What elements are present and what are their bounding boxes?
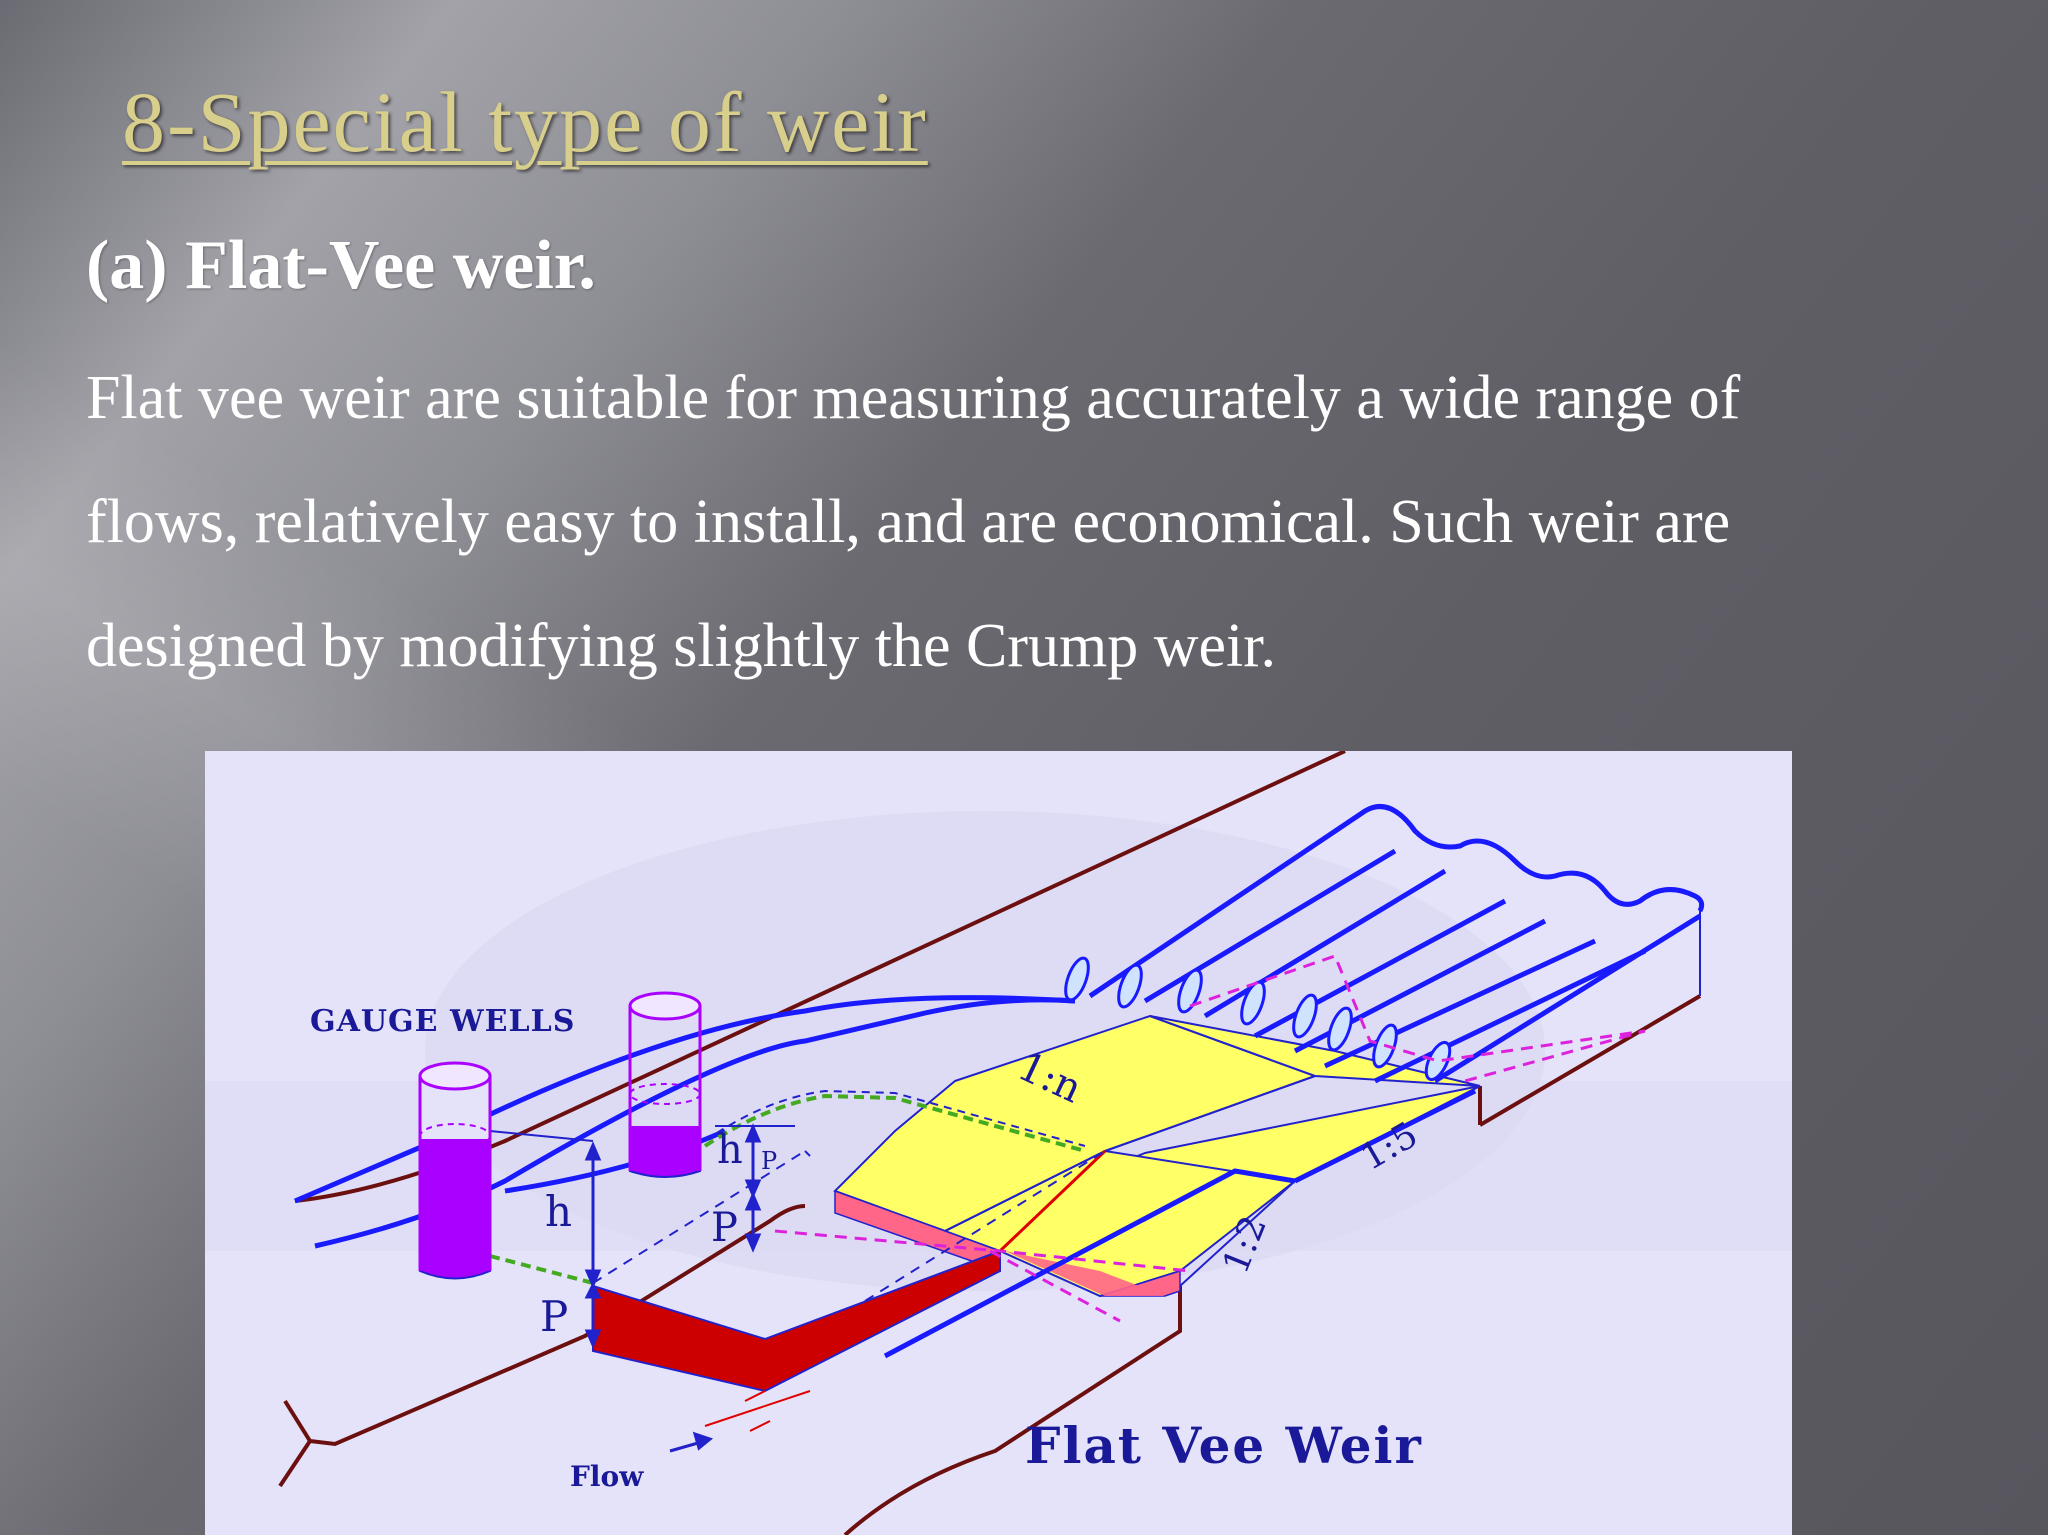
body-paragraph: Flat vee weir are suitable for measuring…: [86, 336, 1986, 708]
weir-crest: [833, 1014, 1481, 1298]
figure-caption: Flat Vee Weir: [1025, 1416, 1423, 1475]
hp-main-label: h: [717, 1127, 743, 1173]
body-line-3: designed by modifying slightly the Crump…: [86, 612, 1276, 680]
water-surface-lines: [294, 804, 1705, 1359]
body-line-1: Flat vee weir are suitable for measuring…: [86, 364, 1741, 432]
section-heading: (a) Flat-Vee weir.: [86, 227, 596, 304]
head-h-label: h: [545, 1187, 572, 1236]
gauge-well-left: [418, 1061, 492, 1280]
flat-vee-weir-diagram: GAUGE WELLS h P h P P 1:n 1:2 1:5 Flow F…: [205, 751, 1792, 1535]
dashed-reference-lines: [774, 954, 1646, 1323]
crest-height-p-label: P: [711, 1205, 738, 1251]
body-line-2: flows, relatively easy to install, and a…: [86, 488, 1731, 556]
hp-subscript-label: P: [761, 1147, 777, 1175]
red-sill: [592, 1149, 1107, 1432]
slide-title: 8-Special type of weir: [122, 74, 928, 170]
gauge-wells-label: GAUGE WELLS: [310, 1004, 575, 1039]
sill-height-p-label: P: [540, 1292, 568, 1341]
flow-label: Flow: [570, 1460, 644, 1493]
gauge-well-right: [628, 991, 702, 1178]
